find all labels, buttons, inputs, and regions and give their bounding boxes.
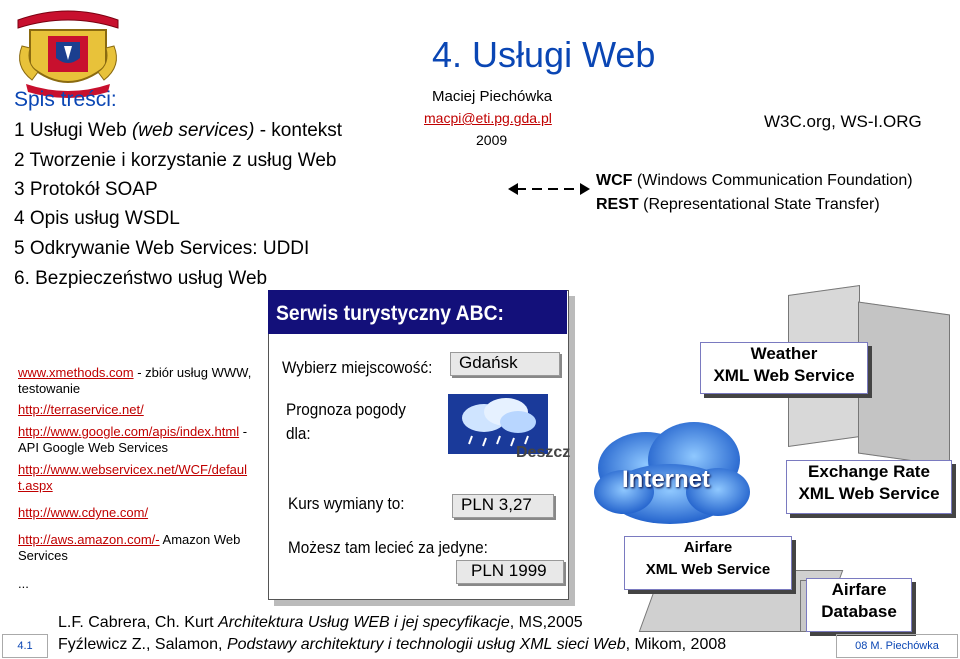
reference-2: Fyźlewicz Z., Salamon, Podstawy architek… <box>58 636 727 653</box>
double-arrow-icon <box>508 183 590 195</box>
toc-item: 6. Bezpieczeństwo usług Web <box>14 268 268 289</box>
link-ellipsis: ... <box>18 576 29 591</box>
flight-price-field: PLN 1999 <box>456 560 564 584</box>
wcf-line: WCF (Windows Communication Foundation) <box>596 172 913 189</box>
link-item[interactable]: http://www.google.com/apis/index.html - … <box>18 424 248 455</box>
rate-label: Kurs wymiany to: <box>288 494 405 513</box>
link-item[interactable]: http://www.cdyne.com/ <box>18 505 149 520</box>
reference-1: L.F. Cabrera, Ch. Kurt Architektura Usłu… <box>58 614 583 631</box>
link-item[interactable]: http://www.webservicex.net/WCF/default.a… <box>18 462 248 493</box>
choose-city-label: Wybierz miejscowość: <box>282 358 433 377</box>
panel-title: Serwis turystyczny ABC: <box>276 302 504 325</box>
page-footer-right: 08 M. Piechówka <box>836 634 958 658</box>
airfare-database-box: Airfare Database <box>806 578 912 632</box>
toc-item: 5 Odkrywanie Web Services: UDDI <box>14 238 310 259</box>
rate-field: PLN 3,27 <box>452 494 554 518</box>
panel-header <box>268 290 567 334</box>
link-item[interactable]: http://terraservice.net/ <box>18 402 144 417</box>
rest-line: REST (Representational State Transfer) <box>596 196 880 213</box>
server-icon <box>858 301 950 467</box>
forecast-label: Prognoza pogody dla: <box>286 400 406 443</box>
page-title: 4. Usługi Web <box>432 34 656 75</box>
page-number-left: 4.1 <box>2 634 48 658</box>
airfare-service-box: Airfare XML Web Service <box>624 536 792 590</box>
internet-cloud-icon <box>594 422 750 524</box>
standards-orgs: W3C.org, WS-I.ORG <box>764 112 922 131</box>
link-item[interactable]: www.xmethods.com - zbiór usług WWW, test… <box>18 365 252 396</box>
university-crest-logo <box>17 10 119 98</box>
forecast-value: Deszcz <box>516 444 571 461</box>
author-email-link[interactable]: macpi@eti.pg.gda.pl <box>424 110 552 126</box>
city-field[interactable]: Gdańsk <box>450 352 560 376</box>
toc-title: Spis treści: <box>14 88 117 111</box>
link-item[interactable]: http://aws.amazon.com/- Amazon Web Servi… <box>18 532 241 563</box>
flight-label: Możesz tam lecieć za jedyne: <box>288 538 488 557</box>
internet-label: Internet <box>622 466 711 493</box>
weather-service-box: Weather XML Web Service <box>700 342 868 394</box>
exchange-service-box: Exchange Rate XML Web Service <box>786 460 952 514</box>
toc-item: 4 Opis usług WSDL <box>14 208 180 229</box>
toc-item: 3 Protokół SOAP <box>14 179 158 200</box>
toc-item: 1 Usługi Web (web services) - kontekst <box>14 120 343 141</box>
toc-item: 2 Tworzenie i korzystanie z usług Web <box>14 150 337 171</box>
year: 2009 <box>476 132 508 148</box>
rain-cloud-icon <box>448 394 548 454</box>
author-name: Maciej Piechówka <box>432 88 553 105</box>
